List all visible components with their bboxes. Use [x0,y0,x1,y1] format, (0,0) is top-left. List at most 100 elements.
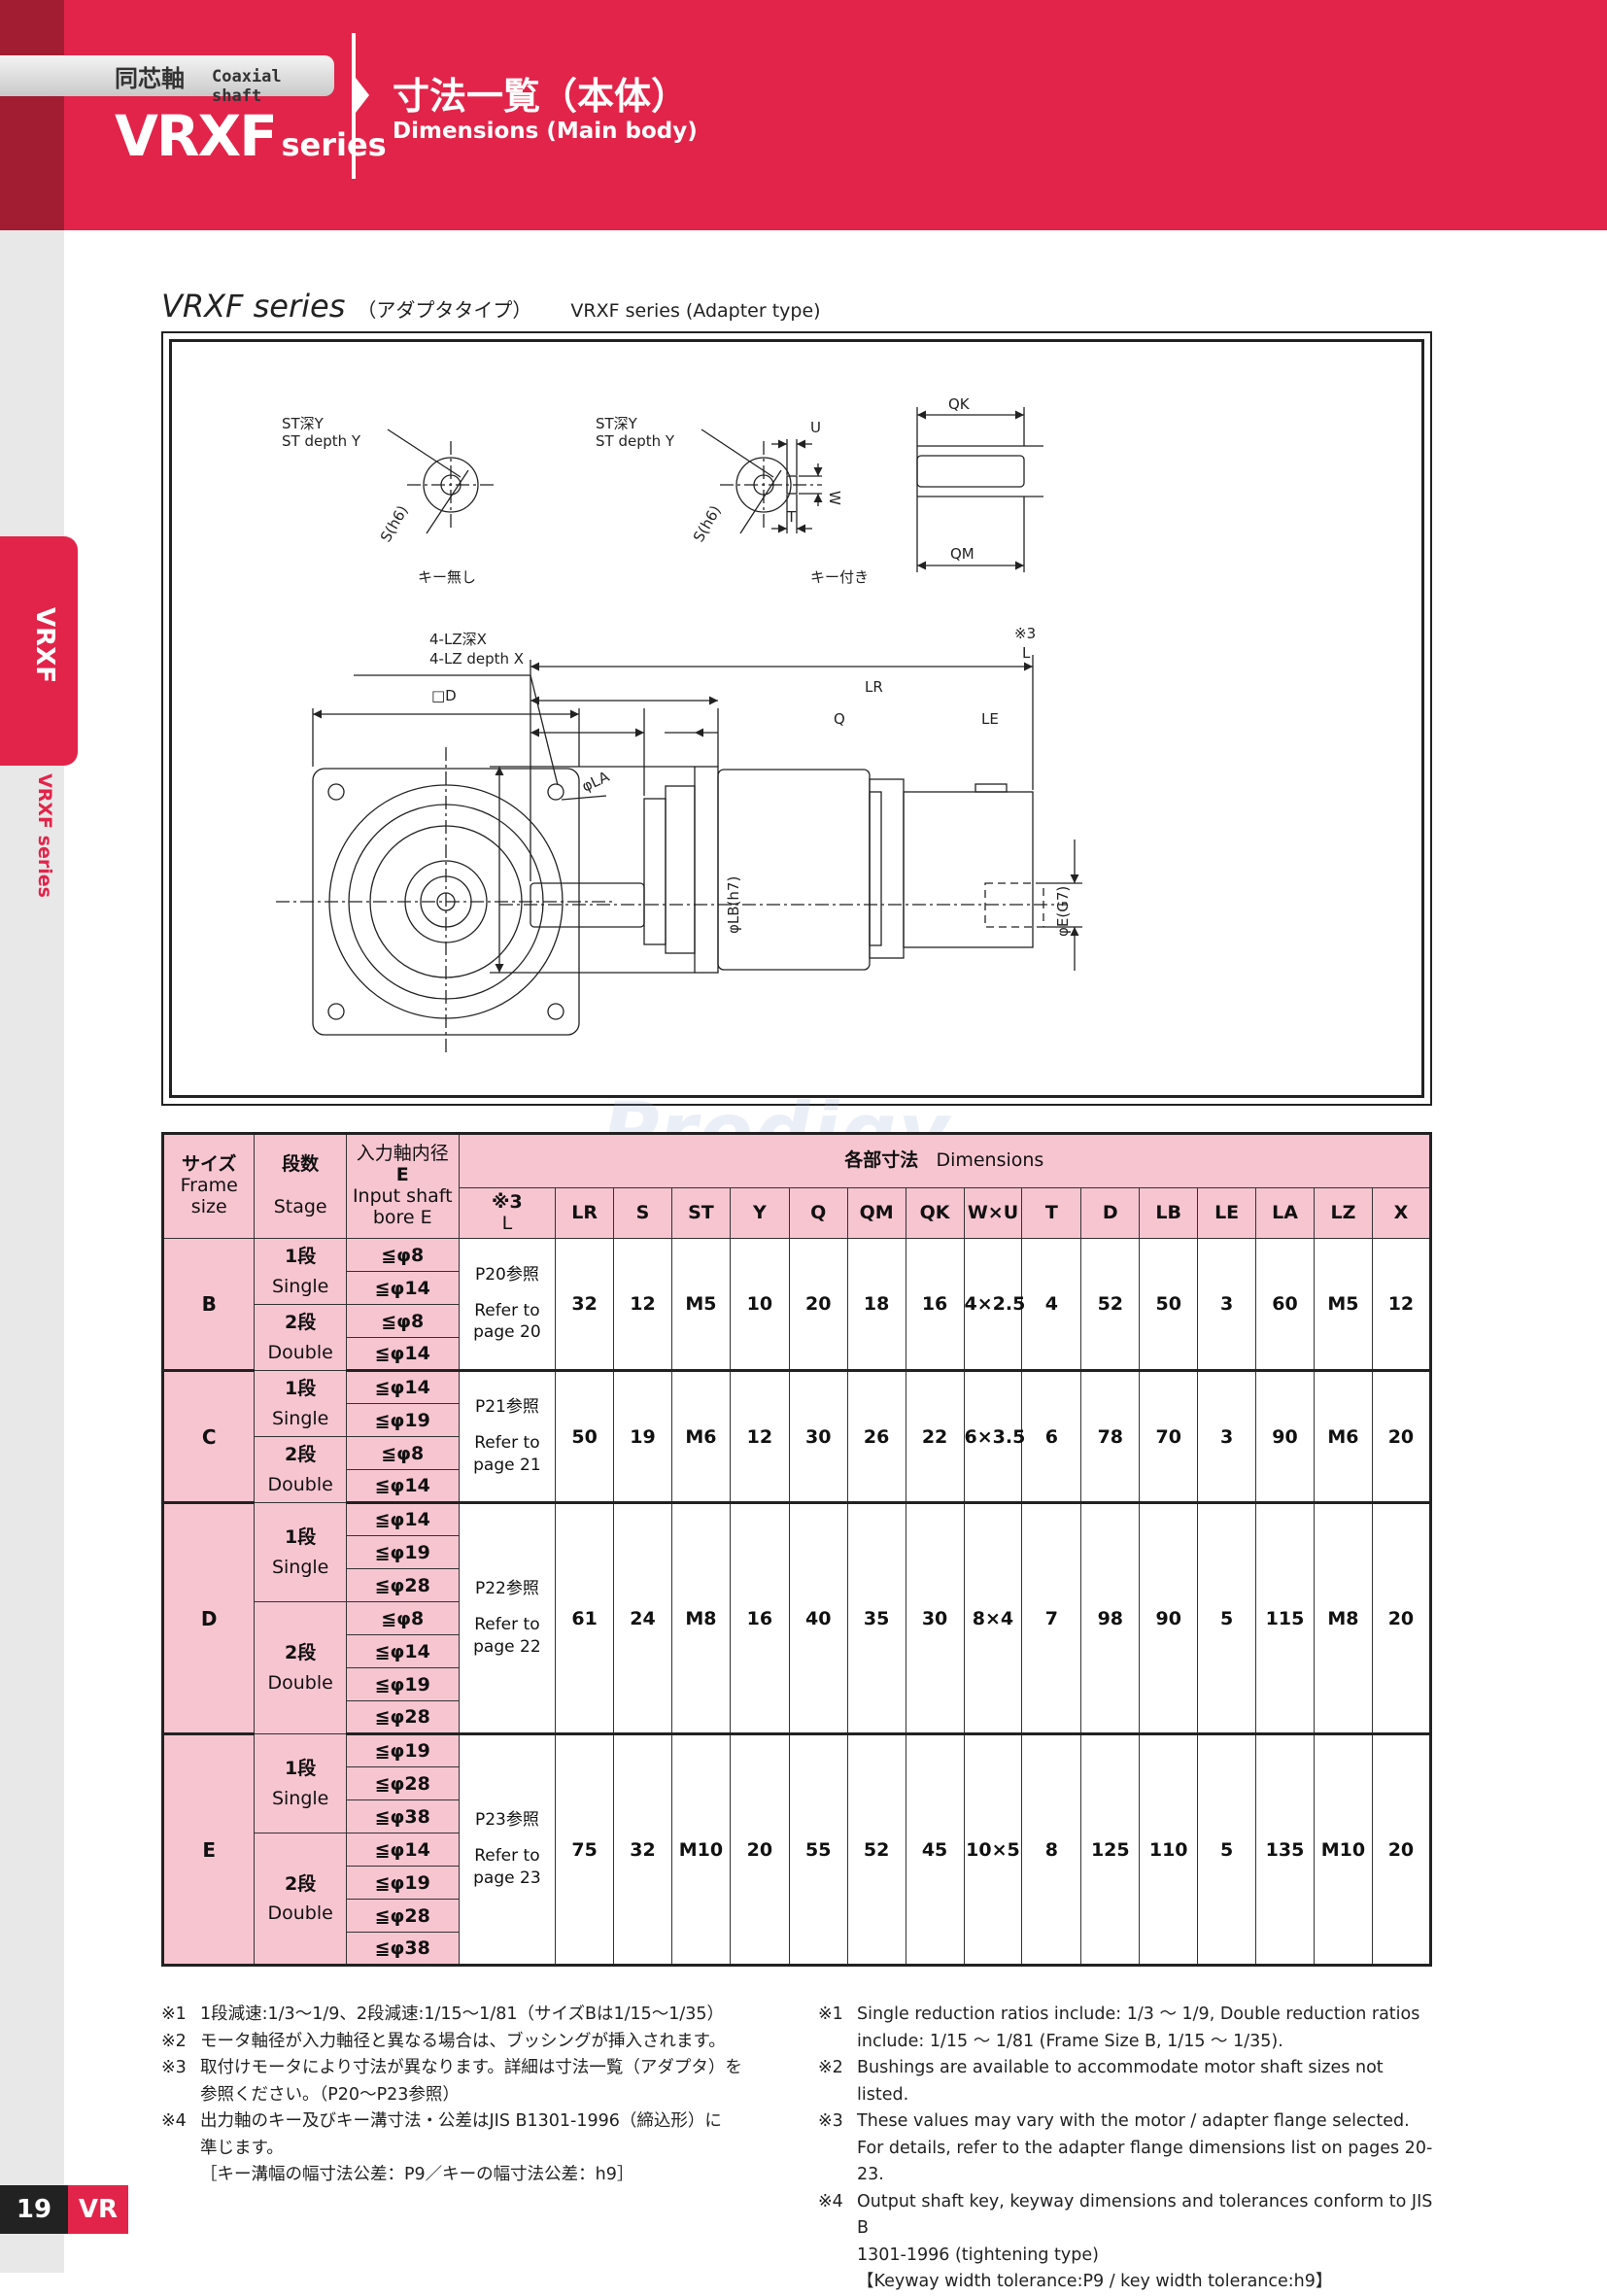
page-title-jp: 寸法一覧（本体） [393,75,689,118]
section-title-jp: （アダプタタイプ） [357,298,532,322]
side-index-tab[interactable] [0,536,78,766]
col-header: T [1021,1187,1082,1239]
bore-cell: ≦φ14 [345,1271,460,1305]
bore-cell: ≦φ14 [345,1337,460,1372]
dimension-value: M5 [1313,1238,1373,1372]
col-header: LR [555,1187,615,1239]
side-series-label: VRXF series [34,773,55,898]
dimension-value: 6 [1021,1370,1082,1504]
dimension-value: 3 [1197,1370,1257,1504]
st-depth-jp-label: ST深Y [282,415,325,432]
dimension-value: 75 [555,1733,615,1966]
col-header: ST [670,1187,731,1239]
header-accent [0,0,64,230]
dimension-value: 8 [1021,1733,1082,1966]
frame-size-cell: B [161,1238,256,1372]
dimension-value: 16 [729,1502,790,1735]
dimension-value: 98 [1080,1502,1141,1735]
dimension-value: 20 [729,1733,790,1966]
dimension-value: 35 [846,1502,906,1735]
dimension-value: 45 [905,1733,965,1966]
series-name: VRXF [115,103,278,169]
dimension-value: M8 [1313,1502,1373,1735]
with-key-label: キー付き [810,568,869,586]
qm-label: QM [950,545,974,563]
st-depth-en-label-2: ST depth Y [596,432,675,450]
note-line: ［キー溝幅の幅寸法公差：P9／キーの幅寸法公差：h9］ [200,2165,634,2184]
dimension-value: M5 [670,1238,731,1372]
bore-cell: ≦φ19 [345,1403,460,1437]
dimension-value: 5 [1197,1502,1257,1735]
dimension-value: 90 [1255,1370,1315,1504]
table-row: ≦φ14 [163,1337,1431,1372]
dimension-value: 110 [1139,1733,1199,1966]
dimension-value: 4 [1021,1238,1082,1372]
w-label: W [826,491,843,505]
dimension-value: 78 [1080,1370,1141,1504]
table-row: ≦φ19 [163,1403,1431,1437]
table-row: ≦φ28 [163,1700,1431,1735]
s-h6-label: S(h6) [377,502,412,545]
dimension-value: 10 [729,1238,790,1372]
dimension-value: 52 [846,1733,906,1966]
lr-label: LR [865,678,883,696]
dimension-value: 55 [788,1733,848,1966]
dimension-value: 50 [1139,1238,1199,1372]
d-label: □D [431,687,457,704]
col-header: D [1080,1187,1141,1239]
dimension-value: 5 [1197,1733,1257,1966]
bore-cell: ≦φ19 [345,1733,460,1767]
bore-cell: ≦φ28 [345,1766,460,1800]
dimension-value: 24 [613,1502,672,1735]
dimension-value: 12 [729,1370,790,1504]
dimension-value: 8×4 [963,1502,1023,1735]
frame-size-cell: C [161,1370,256,1504]
dimension-value: 135 [1255,1733,1315,1966]
section-title-main: VRXF series [161,288,346,325]
col-header: LE [1197,1187,1257,1239]
dimension-value: 125 [1080,1733,1141,1966]
dimension-value: 20 [788,1238,848,1372]
col-header: LA [1255,1187,1315,1239]
dimension-value: 50 [555,1370,615,1504]
dimension-value: 30 [788,1370,848,1504]
q-label: Q [834,710,845,728]
bore-cell: ≦φ14 [345,1833,460,1867]
series-title: VRXF series [115,103,387,169]
note-line: include: 1/15 〜 1/81 (Frame Size B, 1/15… [857,2031,1283,2051]
dimension-value: 6×3.5 [963,1370,1025,1504]
note-line: 【Keyway width tolerance:P9 / key width t… [857,2272,1333,2291]
lb-label: φLB(h7) [725,876,742,934]
lz-depth-en-label: 4-LZ depth X [429,650,524,668]
dimension-value: M6 [670,1370,731,1504]
bore-cell: ≦φ14 [345,1370,460,1404]
e-label: φE(G7) [1054,886,1072,937]
table-row: ≦φ28 [163,1766,1431,1800]
t-label: T [786,508,797,526]
no-key-label: キー無し [418,568,476,586]
dimension-value: M8 [670,1502,731,1735]
dimension-value: M10 [1313,1733,1373,1966]
s-h6-label-2: S(h6) [690,502,725,545]
dimension-value: 32 [613,1733,672,1966]
table-row: ≦φ28 [163,1899,1431,1933]
col-header: QK [905,1187,965,1239]
